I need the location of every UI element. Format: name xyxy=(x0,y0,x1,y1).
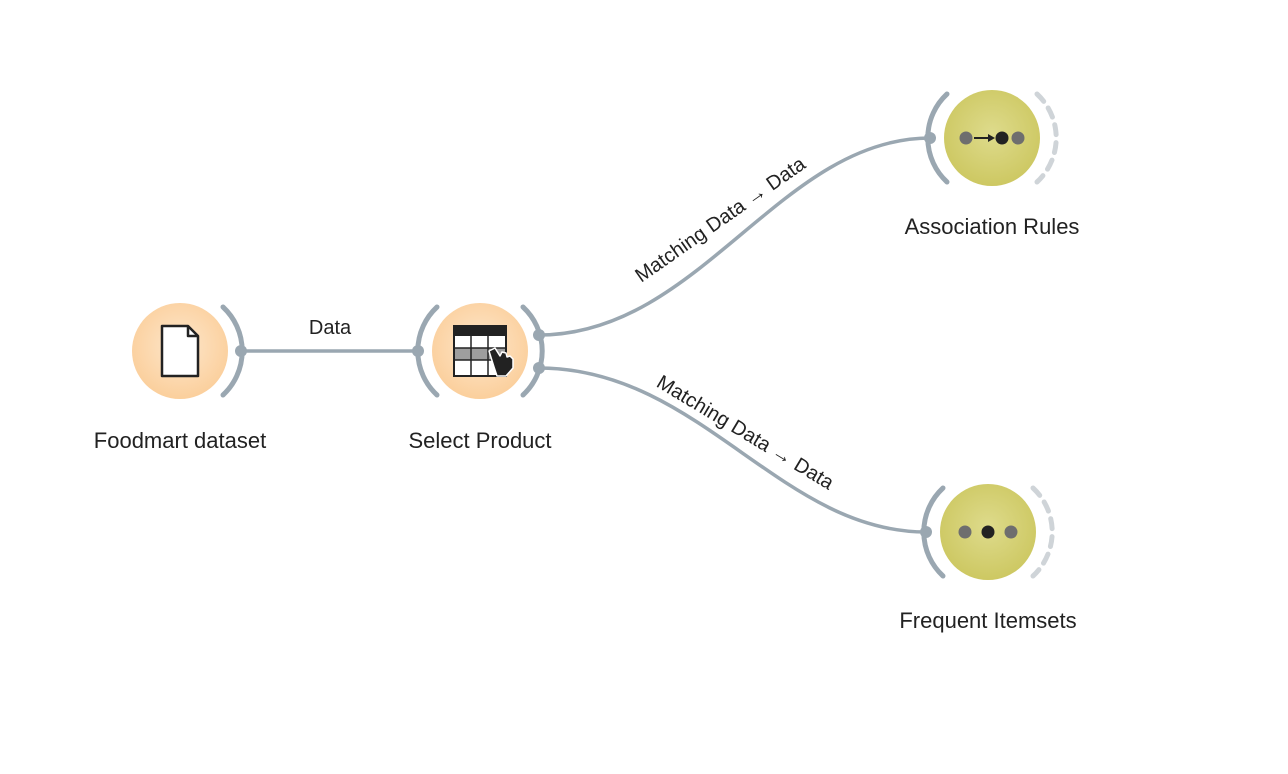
node-frequent-itemsets[interactable]: Frequent Itemsets xyxy=(899,484,1077,633)
node-label-select-product: Select Product xyxy=(408,428,551,453)
file-icon xyxy=(160,324,200,378)
association-rules-icon xyxy=(959,131,1025,145)
link-data[interactable]: Data xyxy=(241,317,418,353)
link-label-matching-data-frequent: Matching Data → Data xyxy=(653,371,838,495)
link-label-data: Data xyxy=(309,317,352,339)
pointer-hand-icon xyxy=(488,347,514,377)
node-select-product[interactable]: Select Product xyxy=(408,303,552,453)
node-label-association-rules: Association Rules xyxy=(905,214,1080,239)
select-rows-icon xyxy=(453,325,514,377)
link-label-matching-data-association: Matching Data → Data xyxy=(631,153,810,288)
node-foodmart-dataset[interactable]: Foodmart dataset xyxy=(94,303,266,453)
node-label-frequent-itemsets: Frequent Itemsets xyxy=(899,608,1076,633)
link-matching-data-to-frequent-itemsets[interactable]: Matching Data → Data xyxy=(538,366,927,534)
frequent-itemsets-icon xyxy=(958,525,1018,539)
node-association-rules[interactable]: Association Rules xyxy=(905,90,1080,239)
node-label-foodmart: Foodmart dataset xyxy=(94,428,266,453)
link-matching-data-to-association-rules[interactable]: Matching Data → Data xyxy=(538,136,931,337)
